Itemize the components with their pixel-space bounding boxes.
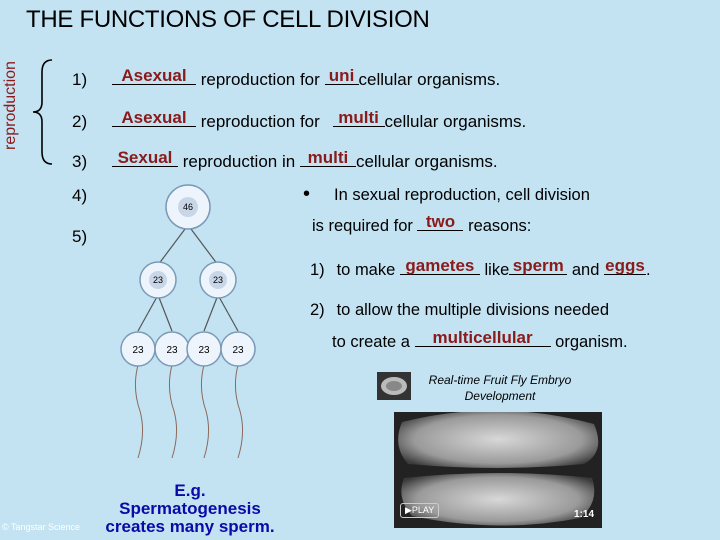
item-text: cellular organisms.	[355, 152, 498, 171]
curly-brace-icon	[32, 59, 53, 165]
item-text: reproduction for	[200, 70, 320, 89]
item-text: reproduction in	[182, 152, 296, 171]
reason-2-line-2: to create a multicellular organism.	[332, 326, 628, 352]
video-title-line: Real-time Fruit Fly Embryo	[428, 373, 572, 387]
spermatid-cell	[220, 331, 256, 367]
spermatid-label: 23	[132, 345, 144, 356]
intro-text: reasons:	[468, 217, 532, 235]
item-number: 2)	[72, 112, 88, 131]
reason-text: like	[484, 261, 510, 279]
video-title-line: Development	[464, 389, 536, 403]
side-label: reproduction	[2, 61, 19, 150]
page-title: THE FUNCTIONS OF CELL DIVISION	[26, 6, 430, 33]
play-button[interactable]: ▶PLAY	[400, 503, 440, 518]
item-text: cellular organisms.	[384, 112, 527, 131]
reason-number: 2)	[310, 301, 325, 319]
answer-blank: two	[425, 212, 456, 231]
video-title: Real-time Fruit Fly Embryo Development	[400, 372, 600, 404]
intro-line-2: is required for two reasons:	[312, 210, 531, 236]
answer-blank: Sexual	[117, 148, 173, 167]
diagram-caption: E.g. Spermatogenesis creates many sperm.	[100, 482, 280, 536]
reason-text: .	[645, 261, 651, 279]
item-text: cellular organisms.	[358, 70, 501, 89]
daughter-cell-label: 23	[213, 275, 223, 285]
item-number: 5)	[72, 227, 88, 246]
answer-blank: Asexual	[121, 108, 187, 127]
item-number: 1)	[72, 70, 88, 89]
answer-blank: gametes	[405, 256, 475, 275]
video-player[interactable]: ▶PLAY 1:14	[394, 412, 602, 528]
reason-2-line-1: 2) to allow the multiple divisions neede…	[310, 301, 609, 320]
answer-blank: uni	[328, 66, 355, 85]
answer-blank: sperm	[512, 256, 564, 275]
caption-line: E.g.	[174, 481, 206, 500]
caption-line: Spermatogenesis	[119, 499, 261, 518]
item-number: 4)	[72, 186, 88, 205]
reason-text: and	[571, 261, 600, 279]
caption-line: creates many sperm.	[105, 517, 275, 536]
reason-text: organism.	[555, 333, 628, 351]
spermatid-label: 23	[166, 345, 178, 356]
spermatogenesis-diagram: 46 23 23 23 23 23 23	[120, 184, 256, 459]
item-number: 3)	[72, 152, 88, 171]
answer-blank: multi	[307, 148, 349, 167]
list-item-4: 4)	[72, 186, 112, 206]
list-item-5: 5)	[72, 227, 112, 247]
parent-cell-label: 46	[183, 202, 193, 212]
list-item-2: 2) Asexual reproduction for multi cellular…	[72, 106, 526, 132]
item-text: reproduction for	[200, 112, 320, 131]
video-duration: 1:14	[573, 509, 594, 520]
embryo-video-frame	[394, 412, 602, 528]
list-item-3: 3) Sexual reproduction in multi cellular o…	[72, 146, 498, 172]
bullet-icon: •	[303, 183, 311, 205]
intro-line-1: In sexual reproduction, cell division	[334, 186, 590, 204]
answer-blank: multi	[338, 108, 379, 127]
answer-blank: multicellular	[432, 328, 533, 347]
copyright-text: © Tangstar Science	[2, 522, 81, 532]
spermatid-label: 23	[198, 345, 210, 356]
reason-text: to make	[336, 261, 396, 279]
reason-text: to create a	[332, 333, 410, 351]
answer-blank: eggs	[605, 256, 645, 275]
reason-number: 1)	[310, 261, 325, 279]
spermatid-label: 23	[232, 345, 244, 356]
intro-text: is required for	[312, 217, 413, 235]
answer-blank: Asexual	[121, 66, 187, 85]
daughter-cell-label: 23	[153, 275, 163, 285]
embryo-thumbnail-icon[interactable]	[377, 372, 411, 400]
reason-text: to allow the multiple divisions needed	[336, 301, 610, 319]
